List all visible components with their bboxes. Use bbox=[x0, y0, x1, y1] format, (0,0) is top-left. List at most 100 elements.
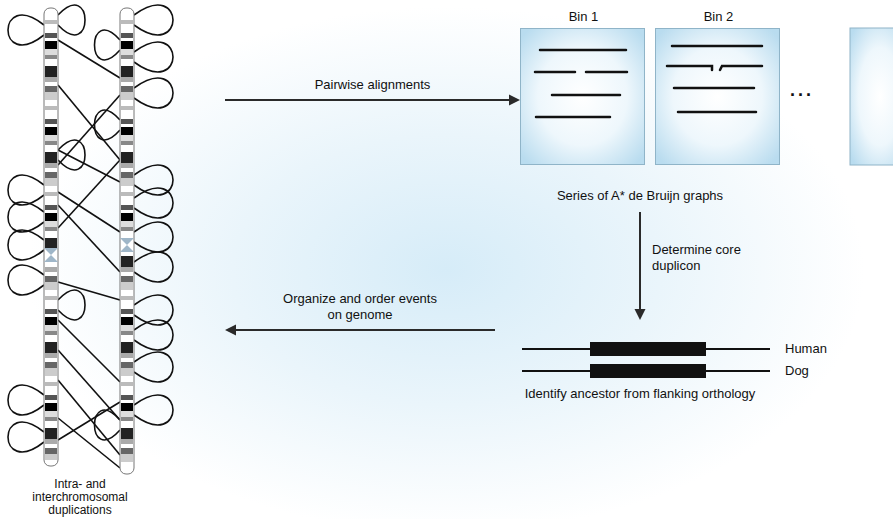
chromosome-band bbox=[45, 290, 57, 296]
chromosome-band bbox=[45, 448, 57, 454]
chromosome-band bbox=[45, 325, 57, 331]
chromosome-ideogram bbox=[120, 8, 134, 474]
duplication-loop bbox=[8, 230, 44, 260]
chromosome-band bbox=[45, 145, 57, 152]
chromosome-band bbox=[121, 86, 133, 92]
chromosome-band bbox=[121, 213, 133, 221]
chromosome-band bbox=[45, 368, 57, 376]
chromosome-band bbox=[121, 178, 133, 186]
chromosome-band bbox=[45, 24, 57, 33]
node-text: Series of A* de Bruijn graphs bbox=[520, 188, 760, 204]
chromosome-band bbox=[45, 272, 57, 276]
chromosome-band bbox=[121, 454, 133, 462]
chromosome-band bbox=[121, 172, 133, 178]
chromosome-band bbox=[45, 106, 57, 110]
chromosome-body bbox=[120, 8, 134, 474]
duplication-loop bbox=[8, 265, 44, 295]
chromosome-band bbox=[121, 256, 133, 267]
chromosome-band bbox=[121, 82, 133, 86]
chromosome-band bbox=[45, 421, 57, 428]
chromosome-band bbox=[45, 227, 57, 231]
chromosome-band bbox=[121, 376, 133, 382]
chromosome-band bbox=[121, 282, 133, 290]
duplication-loop bbox=[134, 252, 173, 282]
chromosome-band bbox=[45, 221, 57, 227]
flow-arrow bbox=[635, 212, 646, 320]
chromosome-band bbox=[45, 168, 57, 172]
chromosome-band bbox=[45, 119, 57, 124]
interchromosomal-link bbox=[58, 85, 120, 160]
chromosome-band bbox=[121, 231, 133, 238]
duplication-loop bbox=[95, 30, 121, 60]
chromosome-band bbox=[45, 231, 57, 238]
duplication-loops bbox=[8, 5, 173, 468]
chromosome-band bbox=[121, 55, 133, 59]
chromosome-band bbox=[121, 77, 133, 82]
chromosome-band bbox=[121, 127, 133, 135]
chromosome-band bbox=[121, 221, 133, 227]
duplication-loop bbox=[8, 175, 44, 205]
duplication-loop bbox=[8, 385, 44, 415]
chromosome-band bbox=[45, 66, 57, 77]
chromosome-band bbox=[45, 386, 57, 395]
chromosome-band bbox=[45, 314, 57, 317]
chromosome-band bbox=[121, 386, 133, 395]
chromosome-band bbox=[45, 335, 57, 342]
chromosome-band bbox=[45, 124, 57, 127]
arrow-head bbox=[225, 325, 236, 336]
interchromosomal-link bbox=[58, 418, 120, 468]
chromosome-band bbox=[121, 20, 133, 24]
centromere bbox=[120, 245, 134, 252]
chromosome-band bbox=[45, 192, 57, 196]
ellipsis-mark: ... bbox=[790, 80, 814, 101]
chromosome-band bbox=[121, 368, 133, 376]
chromosome-band bbox=[121, 342, 133, 353]
chromosome-band bbox=[121, 362, 133, 368]
chromosome-band bbox=[121, 417, 133, 421]
chromosome-band bbox=[121, 382, 133, 386]
chromosome-band bbox=[121, 210, 133, 213]
chromosome-band bbox=[45, 238, 57, 249]
duplication-loop bbox=[95, 110, 121, 140]
duplication-loop bbox=[134, 5, 173, 35]
interchromosomal-link bbox=[58, 282, 120, 300]
chromosome-band bbox=[121, 24, 133, 33]
chromosome-band bbox=[121, 353, 133, 358]
chromosome-band bbox=[45, 300, 57, 309]
chromosome-band bbox=[121, 296, 133, 300]
duplication-loop bbox=[8, 422, 44, 452]
chromosome-band bbox=[45, 353, 57, 358]
duplication-loop bbox=[134, 222, 173, 252]
chromosome-band bbox=[121, 290, 133, 296]
chromosome-band bbox=[45, 454, 57, 460]
alignment-lines bbox=[535, 46, 762, 117]
chromosome-band bbox=[121, 331, 133, 335]
chromosome-band bbox=[45, 163, 57, 168]
chromosome-band bbox=[45, 400, 57, 403]
node-text: Intra- and interchromosomal duplications bbox=[15, 478, 145, 517]
chromosome-band bbox=[45, 403, 57, 411]
chromosome-band bbox=[45, 439, 57, 444]
chromosome-band bbox=[121, 168, 133, 172]
chromosome-band bbox=[121, 192, 133, 196]
interchromosomal-link bbox=[58, 40, 120, 78]
chromosome-band bbox=[121, 448, 133, 454]
chromosome-band bbox=[121, 92, 133, 100]
chromosome-band bbox=[45, 267, 57, 272]
chromosome-band bbox=[121, 272, 133, 276]
chromosome-band bbox=[45, 33, 57, 38]
chromosome-band bbox=[45, 82, 57, 86]
interchromosomal-link bbox=[58, 350, 120, 420]
ortholog-lines bbox=[522, 342, 770, 378]
duplication-loop bbox=[58, 140, 85, 170]
chromosome-band bbox=[121, 276, 133, 282]
chromosome-band bbox=[121, 411, 133, 417]
chromosome-band bbox=[121, 14, 133, 20]
chromosome-band bbox=[121, 421, 133, 428]
arrow-head bbox=[509, 95, 520, 106]
edge-label: Organize and order events on genome bbox=[280, 291, 440, 323]
centromere bbox=[120, 238, 134, 245]
chromosome-band bbox=[121, 100, 133, 106]
chromosome-band bbox=[45, 110, 57, 119]
chromosome-band bbox=[45, 49, 57, 55]
